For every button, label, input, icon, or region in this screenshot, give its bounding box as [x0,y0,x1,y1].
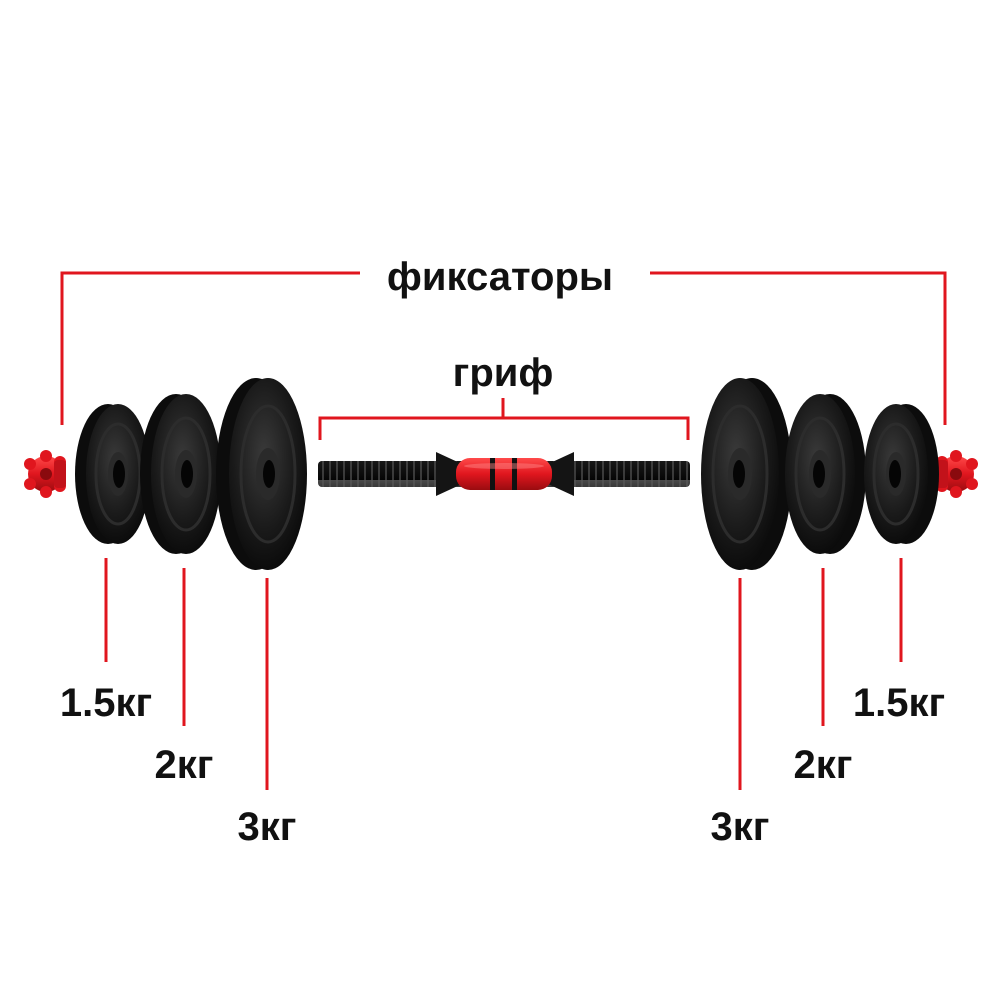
plate-leader-lines [104,558,903,790]
right-plate-label-2: 2кг [794,743,853,787]
plate-2kg-right-icon [785,394,866,554]
plate-3kg-left-icon [216,378,307,570]
left-plate-label-1: 1.5кг [60,681,152,725]
locks-bracket [60,271,947,425]
left-plate-label-2: 2кг [155,743,214,787]
plate-3kg-right-icon [701,378,792,570]
bar-label: гриф [453,351,554,395]
threaded-bar-icon [318,452,690,496]
left-plate-label-3: 3кг [238,805,297,849]
right-plate-label-1: 3кг [711,805,770,849]
plate-1-5kg-right-icon [864,404,939,544]
right-plate-label-3: 1.5кг [853,681,945,725]
plate-1-5kg-left-icon [75,404,150,544]
plate-2kg-left-icon [140,394,221,554]
left-lock-icon [24,450,66,498]
right-lock-icon [936,450,978,498]
locks-label: фиксаторы [387,255,613,299]
bar-bracket [318,398,690,440]
